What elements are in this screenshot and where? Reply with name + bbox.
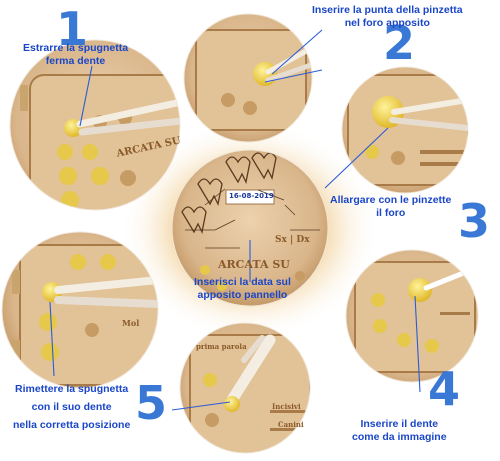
caption-step-2-line-2: nel foro apposito <box>344 17 430 29</box>
step-number-1: 1 <box>56 2 89 56</box>
photo-step-2 <box>184 14 312 142</box>
leader-lines <box>49 29 421 411</box>
photo-center <box>172 150 328 306</box>
caption-step-3: Allargare con le pinzette il foro <box>330 194 451 220</box>
step-number-4: 4 <box>428 362 461 416</box>
photo-step-4 <box>346 250 478 382</box>
step-number-3: 3 <box>458 194 491 248</box>
step-number-5: 5 <box>135 376 168 430</box>
caption-step-4: Inserire il dente come da immagine <box>352 418 447 444</box>
photo-step-6 <box>2 232 158 388</box>
caption-step-5: Rimettere la spugnetta con il suo dente … <box>13 380 130 434</box>
caption-center-line-2: apposito pannello <box>197 289 288 301</box>
board-incisivi: Incisivi <box>272 402 301 411</box>
photo-step-5 <box>180 323 310 453</box>
board-sides: Sx | Dx <box>275 235 310 245</box>
board-canini: Canini <box>278 420 304 429</box>
caption-center-line-1: Inserisci la data sul <box>194 276 291 288</box>
photo-step-1 <box>10 40 180 210</box>
step-number-2: 2 <box>383 16 416 70</box>
caption-step-5-line-3: nella corretta posizione <box>13 419 131 431</box>
caption-step-1-line-1: Estrarre la spugnetta <box>23 42 129 54</box>
board-prima-parola: prima parola <box>196 342 247 351</box>
caption-step-4-line-2: come da immagine <box>352 431 447 443</box>
caption-step-5-line-2: con il suo dente <box>31 401 112 413</box>
caption-step-4-line-1: Inserire il dente <box>360 418 439 430</box>
board-center-title: ARCATA SU <box>218 258 290 271</box>
caption-step-3-line-1: Allargare con le pinzette <box>330 194 452 206</box>
caption-step-5-line-1: Rimettere la spugnetta <box>15 383 129 395</box>
caption-step-3-line-2: il foro <box>376 207 406 219</box>
photo-step-3 <box>342 67 468 193</box>
caption-step-2-line-1: Inserire la punta della pinzetta <box>312 4 463 16</box>
caption-step-1: Estrarre la spugnetta ferma dente <box>23 42 128 68</box>
caption-step-2: Inserire la punta della pinzetta nel for… <box>312 4 463 30</box>
caption-step-1-line-2: ferma dente <box>45 55 106 67</box>
board-molari: Mol <box>122 318 140 328</box>
caption-center: Inserisci la data sul apposito pannello <box>194 276 291 302</box>
board-date: 16-08-2019 <box>229 192 274 200</box>
